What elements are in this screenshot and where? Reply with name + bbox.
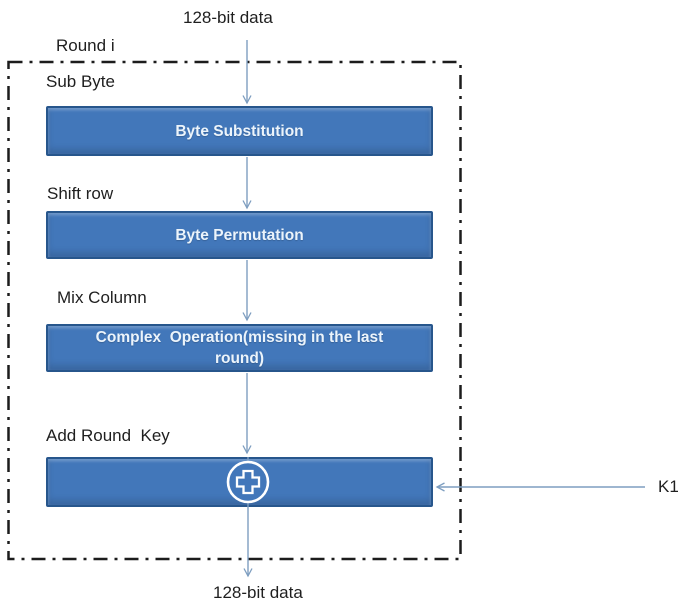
output-data-label: 128-bit data [213, 583, 303, 602]
input-data-label: 128-bit data [183, 8, 273, 27]
byte-permutation-text: Byte Permutation [175, 226, 304, 244]
byte-substitution-text: Byte Substitution [175, 122, 304, 140]
mix-column-operation-box: Complex Operation(missing in the last ro… [46, 324, 433, 372]
round-label: Round i [56, 36, 115, 55]
byte-permutation-box: Byte Permutation [46, 211, 433, 259]
byte-substitution-box: Byte Substitution [46, 106, 433, 156]
step-label-shift-row: Shift row [47, 184, 114, 203]
add-round-key-box [46, 457, 433, 507]
step-label-mix-column: Mix Column [57, 288, 147, 307]
step-label-add-round-key: Add Round Key [46, 426, 170, 445]
step-label-sub-byte: Sub Byte [46, 72, 115, 91]
mix-column-operation-text: Complex Operation(missing in the last ro… [95, 329, 384, 367]
round-key-label: K1 [658, 477, 679, 496]
